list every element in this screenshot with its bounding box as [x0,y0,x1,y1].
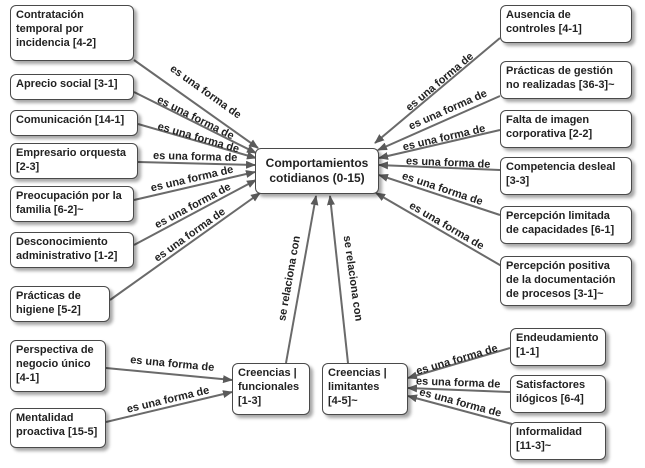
link-satisfactores [407,384,511,393]
link-ausencia [374,37,501,144]
concept-endeudamiento[interactable]: Endeudamiento [1-1] [510,328,606,366]
concept-ausencia-controles[interactable]: Ausencia de controles [4-1] [500,5,632,43]
concept-comportamientos-cotidianos[interactable]: Comportamientos cotidianos (0-15) [255,148,379,194]
link-informalidad [407,394,513,425]
link-falta-imagen [378,129,501,160]
concept-desconocimiento-administrativo[interactable]: Desconocimiento administrativo [1-2] [10,232,134,268]
concept-practicas-gestion[interactable]: Prácticas de gestión no realizadas [36-3… [500,61,632,99]
concept-competencia-desleal[interactable]: Competencia desleal [3-3] [500,157,632,195]
concept-satisfactores-ilogicos[interactable]: Satisfactores ilógicos [6-4] [510,375,606,413]
link-desconocimiento [133,179,257,246]
link-mentalidad [105,390,233,423]
concept-creencias-limitantes[interactable]: Creencias | limitantes [4-5]~ [322,363,408,415]
link-comunicacion [137,123,257,160]
link-limitantes-center [326,195,353,373]
concept-creencias-funcionales[interactable]: Creencias | funcionales [1-3] [232,363,310,415]
link-higiene [109,192,261,301]
concept-comunicacion[interactable]: Comunicación [14-1] [10,110,138,136]
link-empresario-label: es una forma de [152,149,238,164]
concept-falta-imagen[interactable]: Falta de imagen corporativa [2-2] [500,110,632,148]
link-perspectiva [105,367,233,384]
concept-percepcion-limitada[interactable]: Percepción limitada de capacidades [6-1] [500,206,632,244]
concept-practicas-higiene[interactable]: Prácticas de higiene [5-2] [10,286,110,322]
concept-percepcion-positiva[interactable]: Percepción positiva de la documentación … [500,256,632,306]
concept-contratacion-temporal[interactable]: Contratación temporal por incidencia [4-… [10,5,134,61]
link-preocupacion [133,170,256,201]
concept-preocupacion-familia[interactable]: Preocupación por la familia [6-2]~ [10,186,134,222]
link-aprecio [133,91,257,154]
concept-informalidad[interactable]: Informalidad [11-3]~ [510,422,606,460]
concept-empresario-orquesta[interactable]: Empresario orquesta [2-3] [10,143,138,179]
link-empresario [137,160,256,169]
link-endeudamiento [407,347,511,380]
concept-aprecio-social[interactable]: Aprecio social [3-1] [10,74,134,100]
link-funcionales-center [285,195,319,364]
concept-perspectiva-negocio[interactable]: Perspectiva de negocio único [4-1] [10,340,106,392]
link-percepcion-positiva [375,192,506,269]
link-percepcion-limitada [378,174,501,216]
link-competencia [378,161,501,171]
link-contratacion [133,59,259,149]
concept-mentalidad-proactiva[interactable]: Mentalidad proactiva [15-5] [10,408,106,448]
link-practicas-gestion [377,95,501,151]
